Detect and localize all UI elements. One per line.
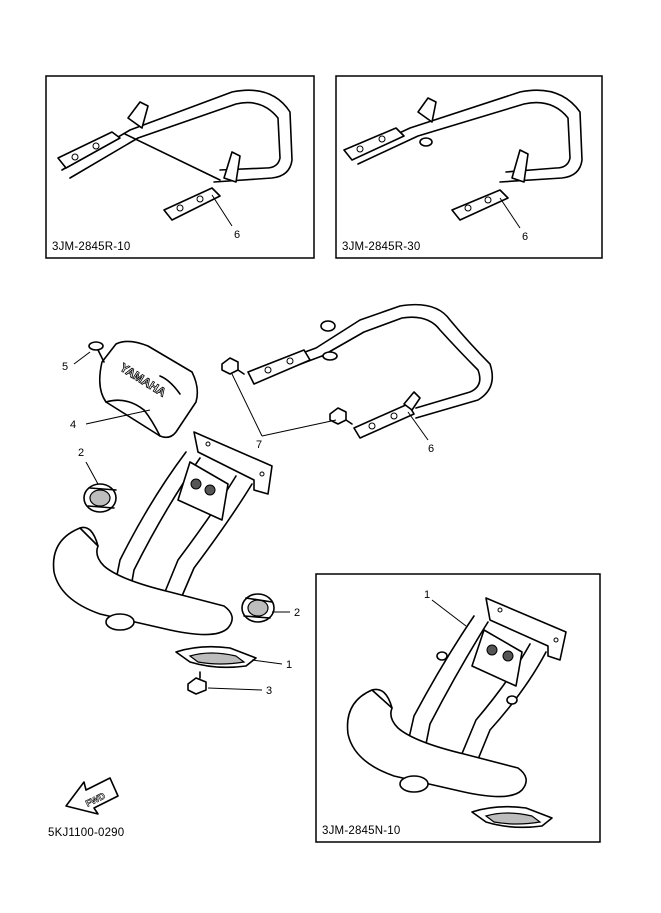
- bolt-7b: [329, 407, 353, 425]
- grab-handle-illustration: [343, 89, 583, 221]
- callout-5: 5: [62, 361, 68, 373]
- callout-2-lower: 2: [294, 607, 300, 619]
- callout-6-inset-2: 6: [522, 231, 528, 243]
- grab-handle-illustration: [57, 89, 293, 221]
- inset-code-1: 3JM-2845R-10: [52, 241, 130, 253]
- callout-6-inset-1: 6: [234, 229, 240, 241]
- bumper-illustration: [346, 597, 567, 829]
- inset-box-1: 6 3JM-2845R-10: [45, 75, 315, 259]
- front-bumper-frame: [52, 431, 273, 669]
- inset-code-3: 3JM-2845N-10: [322, 825, 400, 837]
- front-cover: YAMAHA: [98, 340, 199, 439]
- callout-7: 7: [256, 439, 262, 451]
- bolt-7a: [221, 357, 245, 375]
- callout-6: 6: [428, 443, 434, 455]
- fwd-arrow-icon: FWD: [65, 777, 119, 815]
- screw-5: [88, 341, 105, 363]
- bolt-3: [187, 671, 207, 695]
- inset-box-2: 6 3JM-2845R-30: [335, 75, 603, 259]
- inset-code-2: 3JM-2845R-30: [342, 241, 420, 253]
- callout-4: 4: [70, 419, 76, 431]
- rear-grab-handle: [247, 303, 494, 439]
- damper-2-lower: [241, 593, 275, 623]
- callout-2-upper: 2: [78, 447, 84, 459]
- callout-3: 3: [266, 685, 272, 697]
- callout-1: 1: [286, 659, 292, 671]
- inset-box-3: 1 3JM-2845N-10: [315, 573, 601, 843]
- callout-1-inset-3: 1: [424, 589, 430, 601]
- damper-2-upper: [83, 483, 117, 513]
- figure-code: 5KJ1100-0290: [48, 827, 124, 839]
